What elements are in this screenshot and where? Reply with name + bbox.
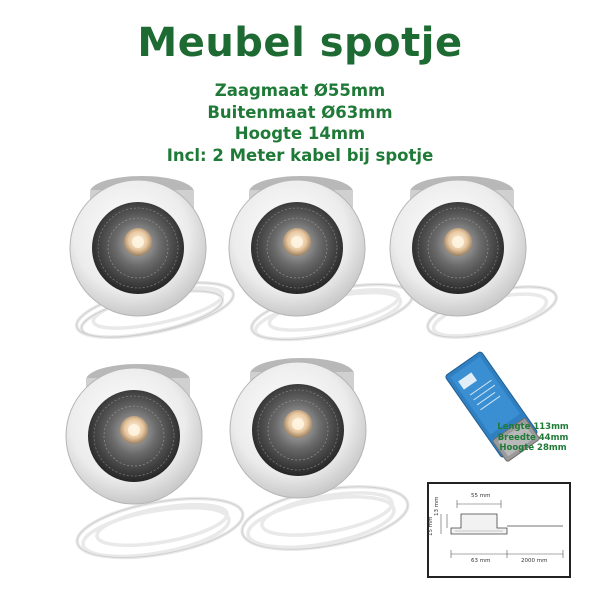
spotlight-icon — [66, 170, 210, 320]
dimension-drawing-icon: 55 mm 13 mm 15 mm 63 mm 2000 mm — [427, 482, 571, 578]
spotlight-icon — [225, 170, 369, 320]
spec-height: Hoogte 14mm — [234, 124, 366, 143]
dim-outer-width: 63 mm — [471, 558, 491, 564]
dim-cable-length: 2000 mm — [521, 558, 548, 564]
spotlight-icon — [386, 170, 530, 320]
dim-height-b: 15 mm — [428, 516, 434, 536]
cable-icon — [75, 496, 245, 560]
driver-width: Breedte 44mm — [497, 432, 569, 443]
driver-spec-list: Lengte 113mm Breedte 44mm Hoogte 28mm — [478, 422, 588, 454]
led-driver-icon — [438, 338, 558, 467]
spec-cable: Incl: 2 Meter kabel bij spotje — [166, 145, 434, 165]
dim-height-a: 13 mm — [434, 496, 440, 516]
spec-list: Zaagmaat Ø55mm Buitenmaat Ø63mm Hoogte 1… — [0, 80, 600, 166]
dim-top-width: 55 mm — [471, 493, 491, 499]
driver-length: Lengte 113mm — [497, 422, 569, 432]
spotlight-icon — [226, 352, 370, 502]
spec-outer-size: Buitenmaat Ø63mm — [207, 102, 393, 122]
spotlight-icon — [62, 358, 206, 508]
spec-cutout: Zaagmaat Ø55mm — [214, 81, 386, 100]
page-title: Meubel spotje — [137, 20, 463, 66]
driver-height: Hoogte 28mm — [499, 443, 567, 453]
